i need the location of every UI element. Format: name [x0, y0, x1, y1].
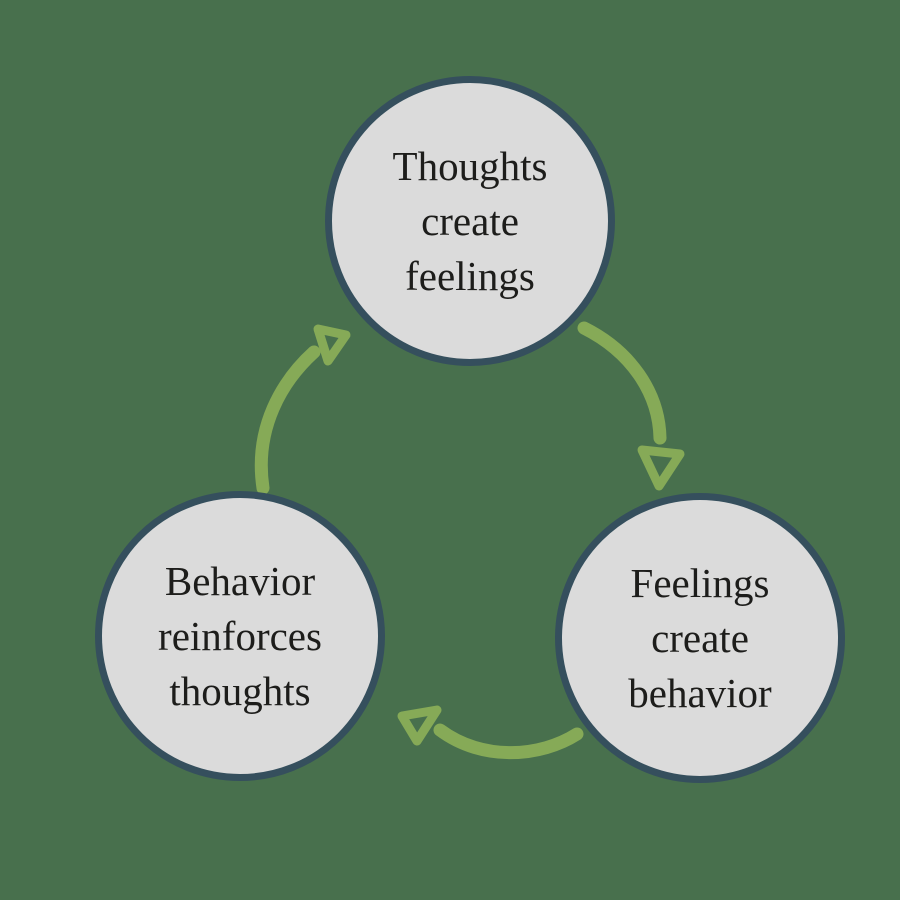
arrow-behavior-to-thoughts-icon — [254, 324, 351, 495]
label-line: feelings — [405, 252, 535, 299]
label-line: Behavior — [164, 557, 316, 604]
arrow-curve — [433, 723, 584, 760]
label-line: thoughts — [169, 667, 311, 714]
arrow-thoughts-to-feelings-icon — [577, 321, 685, 491]
label-line: create — [651, 614, 749, 661]
arrow-feelings-to-behavior-icon — [397, 705, 584, 760]
arrow-curve — [577, 321, 667, 445]
node-feelings-create-behavior: Feelings create behavior — [555, 493, 845, 783]
label-line: behavior — [628, 669, 772, 716]
label-line: reinforces — [158, 612, 322, 659]
label-line: create — [421, 197, 519, 244]
node-thoughts-create-feelings: Thoughts create feelings — [325, 76, 615, 366]
node-label-thoughts-create-feelings: Thoughts create feelings — [393, 139, 548, 304]
arrowhead-icon — [397, 705, 442, 746]
arrowhead-icon — [313, 324, 351, 366]
node-behavior-reinforces-thoughts: Behavior reinforces thoughts — [95, 491, 385, 781]
arrow-curve — [254, 345, 321, 495]
label-line: Feelings — [630, 559, 770, 606]
node-label-feelings-create-behavior: Feelings create behavior — [628, 556, 771, 721]
label-line: Thoughts — [392, 142, 548, 189]
node-label-behavior-reinforces-thoughts: Behavior reinforces thoughts — [158, 554, 322, 719]
arrowhead-icon — [637, 445, 685, 491]
